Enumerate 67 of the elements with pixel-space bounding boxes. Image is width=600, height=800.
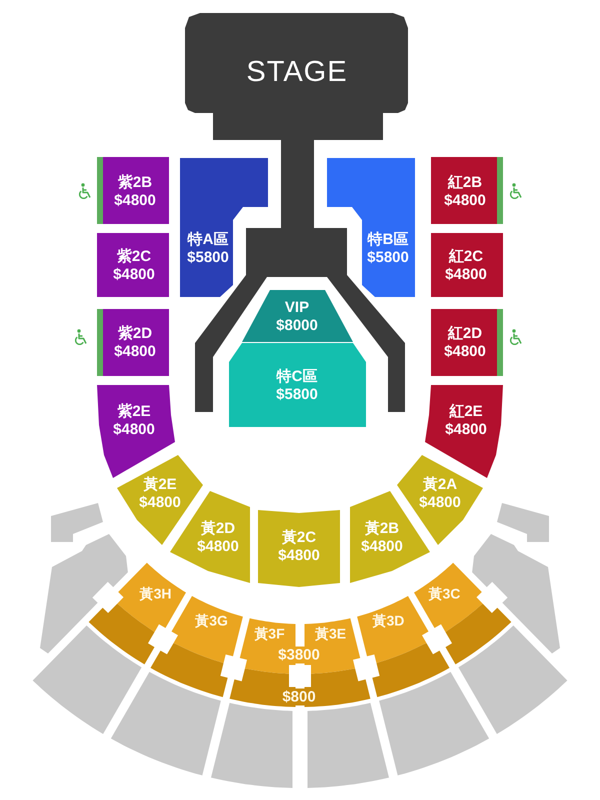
section-name: 特A區: [188, 231, 228, 249]
stage-label: STAGE: [246, 55, 348, 89]
seating-section: [425, 385, 503, 478]
price-label: $4800: [278, 547, 320, 565]
price-label: $4800: [113, 421, 155, 439]
seating-section: [258, 510, 340, 587]
section-name: 黃2B: [364, 520, 400, 538]
price-label: $4800: [444, 343, 486, 361]
seating-section: [97, 233, 169, 297]
section-name: 紫2D: [118, 325, 152, 343]
price-label: $4800: [114, 192, 156, 210]
section-name: 黃3E: [314, 625, 346, 642]
section-name: 黃2C: [282, 529, 316, 547]
price-label: $4800: [419, 494, 461, 512]
price-label: $5800: [276, 386, 318, 404]
price-label: $4800: [139, 494, 181, 512]
price-label: $8000: [276, 317, 318, 335]
seating-section: [32, 625, 142, 735]
seating-section: [97, 309, 169, 376]
seating-section: [414, 562, 512, 665]
seating-section: [51, 503, 103, 542]
seating-section: [229, 343, 366, 427]
section-name: 特C區: [276, 368, 318, 386]
price-label: $4800: [114, 343, 156, 361]
seating-section: [497, 503, 549, 542]
section-name: 黃3G: [195, 612, 228, 630]
seating-section: [210, 702, 293, 788]
section-name: 黃2E: [143, 476, 177, 494]
seating-section: [97, 157, 169, 224]
section-name: 紫2C: [116, 248, 152, 266]
seating-section: [379, 671, 490, 776]
price-label: $800: [280, 688, 318, 706]
seating-section: [327, 158, 415, 297]
seating-section: [431, 309, 503, 376]
price-label: $4800: [444, 192, 486, 210]
price-label: $4800: [361, 538, 403, 556]
price-label: $5800: [187, 249, 229, 267]
seating-section: [110, 671, 221, 776]
section-name: 黃2D: [200, 520, 236, 538]
seating-section: [458, 625, 568, 735]
seating-section: [97, 385, 175, 478]
price-label: $4800: [445, 266, 487, 284]
section-name: 黃3D: [372, 612, 404, 630]
price-label: $4800: [113, 266, 155, 284]
seating-section: [307, 702, 390, 788]
section-name: 紅2D: [448, 325, 482, 343]
price-label: $4800: [445, 421, 487, 439]
section-name: 黃2A: [422, 476, 458, 494]
seating-section: [431, 157, 503, 224]
seating-section: [431, 233, 503, 297]
seating-section: [180, 158, 268, 297]
section-name: 特B區: [368, 231, 408, 249]
section-name: 黃3F: [254, 625, 285, 642]
section-name: VIP: [284, 299, 310, 317]
price-label: $4800: [197, 538, 239, 556]
section-name: 紫2E: [117, 403, 151, 421]
price-label: $3800: [276, 646, 322, 664]
section-name: 紅2E: [449, 403, 483, 421]
section-name: 黃3C: [428, 585, 460, 602]
seating-section: [88, 562, 186, 665]
section-name: 紫2B: [118, 174, 152, 192]
section-name: 紅2C: [448, 248, 484, 266]
seating-section: [242, 290, 353, 342]
stage-platform: [185, 13, 408, 412]
price-label: $5800: [367, 249, 409, 267]
section-name: 紅2B: [448, 174, 482, 192]
section-name: 黃3H: [140, 585, 172, 602]
